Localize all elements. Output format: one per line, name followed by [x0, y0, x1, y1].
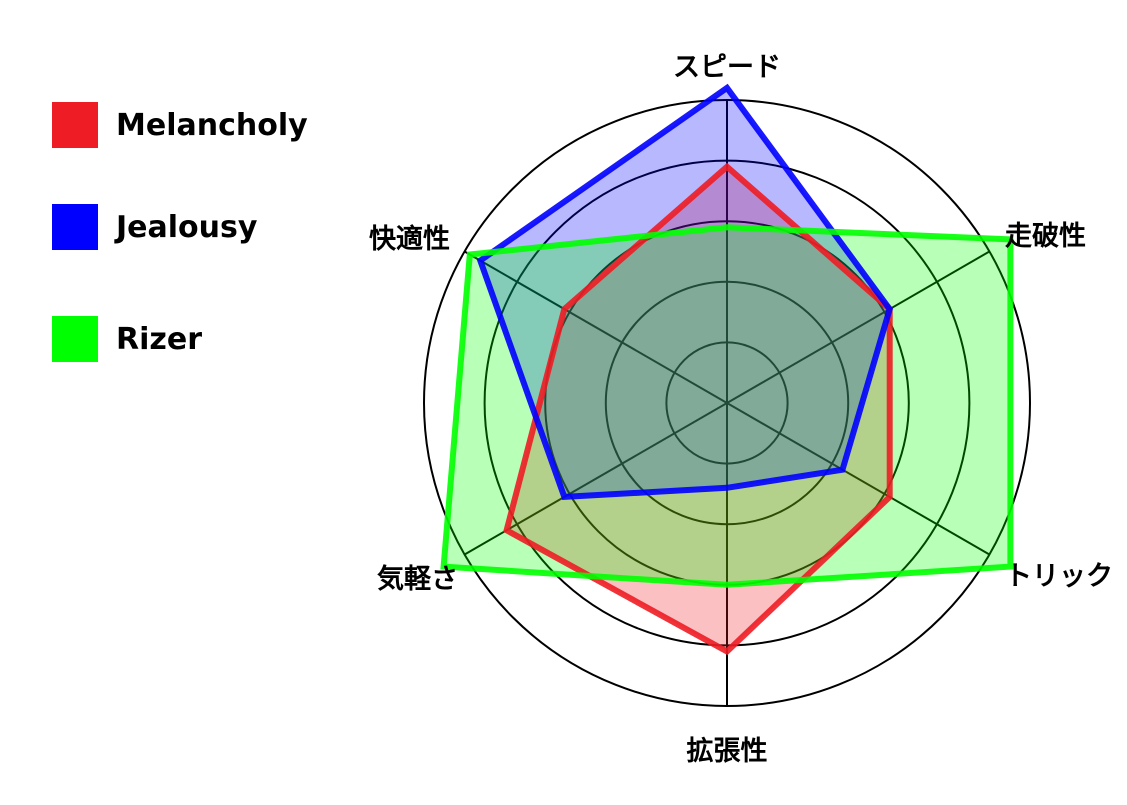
legend-item-jealousy[interactable]: Jealousy [52, 204, 257, 250]
axis-label-4: 拡張性 [687, 736, 768, 767]
axis-label-1: スピード [673, 52, 781, 83]
axis-label-5: 気軽さ [377, 563, 458, 595]
legend-label-rizer: Rizer [116, 321, 202, 357]
legend-swatch-rizer [52, 316, 98, 362]
series-area-melancholy [506, 166, 890, 652]
series-line-rizer [440, 224, 1014, 588]
legend-item-melancholy[interactable]: Melancholy [52, 102, 308, 148]
axis-label-3: トリック [1005, 561, 1113, 592]
legend-swatch-jealousy [52, 204, 98, 250]
series-area-rizer [443, 227, 1011, 585]
series-line-jealousy [476, 83, 893, 501]
grid-spoke-2 [726, 250, 990, 404]
grid-spoke-3 [726, 402, 990, 556]
radar-series-layer [440, 83, 1014, 656]
legend-swatch-melancholy [52, 102, 98, 148]
axis-label-6: 快適性 [369, 223, 450, 255]
radar-grid [423, 99, 1031, 707]
grid-spoke-6 [464, 250, 728, 404]
legend-item-rizer[interactable]: Rizer [52, 316, 202, 362]
legend-label-melancholy: Melancholy [116, 107, 308, 143]
legend-label-jealousy: Jealousy [116, 209, 258, 245]
axis-label-2: 走破性 [1005, 221, 1086, 252]
